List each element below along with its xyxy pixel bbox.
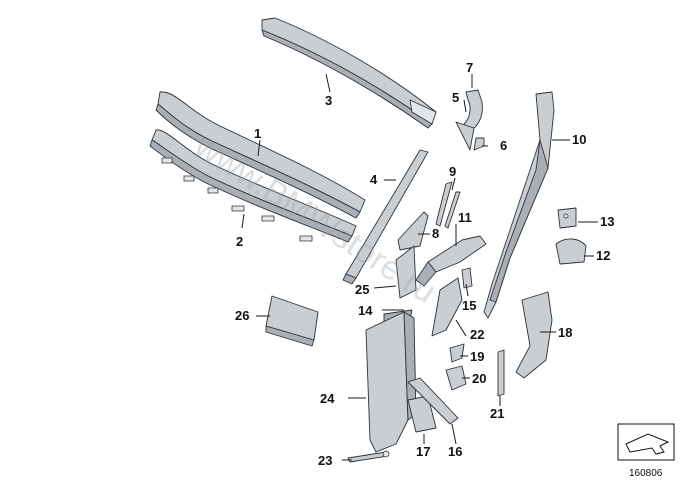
callout-12: 12 (596, 248, 610, 263)
part-6-small-clip[interactable] (473, 137, 485, 151)
part-21-strip[interactable] (497, 349, 505, 397)
part-16-strip[interactable] (407, 377, 459, 425)
callout-23: 23 (318, 453, 332, 468)
callout-3: 3 (325, 93, 332, 108)
callouts: 1 2 3 4 5 6 7 8 9 10 11 12 13 14 15 16 1… (235, 60, 614, 468)
part-18-trim-panel[interactable] (515, 291, 553, 379)
part-25-panel[interactable] (395, 245, 417, 299)
watermark-text: www.BMWstore.ru (187, 126, 443, 311)
part-2-windshield-frame-lower[interactable] (149, 129, 357, 243)
part-11-bracket-panel[interactable] (415, 235, 487, 287)
part-12-bracket[interactable] (555, 238, 587, 265)
callout-2: 2 (236, 234, 243, 249)
part-17-strip[interactable] (407, 395, 437, 433)
callout-18: 18 (558, 325, 572, 340)
callout-4: 4 (370, 172, 378, 187)
part-9-clip[interactable] (435, 181, 461, 229)
callout-15: 15 (462, 298, 476, 313)
leader-lines (241, 73, 598, 461)
callout-1: 1 (254, 126, 261, 141)
part-13-clip[interactable] (557, 207, 577, 229)
part-3-roof-rail[interactable] (261, 17, 437, 129)
part-19-clip[interactable] (449, 343, 465, 363)
callout-8: 8 (432, 226, 439, 241)
callout-24: 24 (320, 391, 335, 406)
callout-22: 22 (470, 327, 484, 342)
part-4-pillar-strip[interactable] (342, 149, 429, 285)
callout-5: 5 (452, 90, 459, 105)
part-5-corner-piece[interactable] (455, 121, 475, 151)
part-15-clip[interactable] (461, 267, 473, 289)
part-22-panel[interactable] (431, 277, 463, 337)
part-20-bracket[interactable] (445, 365, 467, 391)
callout-21: 21 (490, 406, 504, 421)
callout-14: 14 (358, 303, 373, 318)
callout-25: 25 (355, 282, 369, 297)
callout-7: 7 (466, 60, 473, 75)
callout-17: 17 (416, 444, 430, 459)
part-24-pillar-trim[interactable] (365, 311, 417, 453)
callout-19: 19 (470, 349, 484, 364)
part-23-pin[interactable] (347, 450, 390, 463)
callout-10: 10 (572, 132, 586, 147)
document-number: 160806 (629, 468, 663, 479)
callout-26: 26 (235, 308, 249, 323)
part-1-windshield-frame-upper[interactable] (155, 91, 366, 219)
callout-20: 20 (472, 371, 486, 386)
callout-16: 16 (448, 444, 462, 459)
callout-9: 9 (449, 164, 456, 179)
callout-13: 13 (600, 214, 614, 229)
part-26-pad[interactable] (265, 295, 319, 347)
part-direction-arrow-icon (617, 423, 675, 461)
part-8-panel[interactable] (397, 211, 429, 251)
callout-6: 6 (500, 138, 507, 153)
callout-11: 11 (458, 210, 472, 225)
part-10-b-pillar[interactable] (483, 91, 555, 319)
